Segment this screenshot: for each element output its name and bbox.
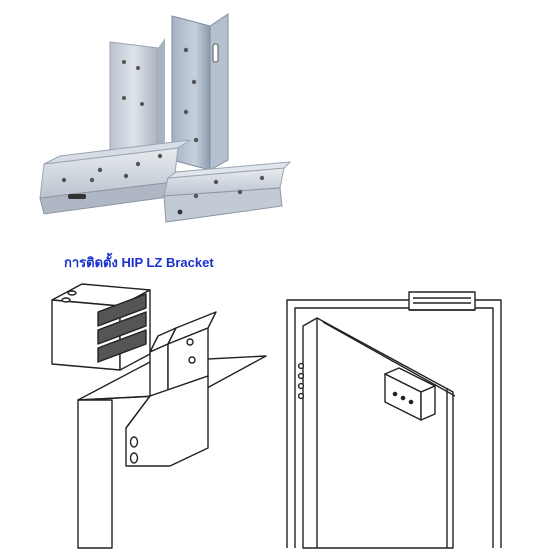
- installation-caption: การติดตั้ง HIP LZ Bracket: [64, 255, 214, 270]
- open-door: [297, 317, 456, 549]
- top-mounted-lock: [408, 291, 476, 311]
- tall-l-bracket-left: [109, 38, 165, 163]
- door-installation-diagram: [275, 270, 550, 550]
- magnet-lock-box: [51, 283, 151, 371]
- door-frame: [286, 299, 502, 548]
- magnet-bracket-diagram: [0, 270, 275, 550]
- lz-bracket: [125, 311, 217, 467]
- long-l-bracket: [39, 139, 191, 215]
- short-l-bracket: [163, 161, 292, 223]
- tall-l-bracket-right: [171, 13, 229, 171]
- bracket-product-photo: [0, 0, 550, 240]
- armature-plate: [384, 367, 436, 421]
